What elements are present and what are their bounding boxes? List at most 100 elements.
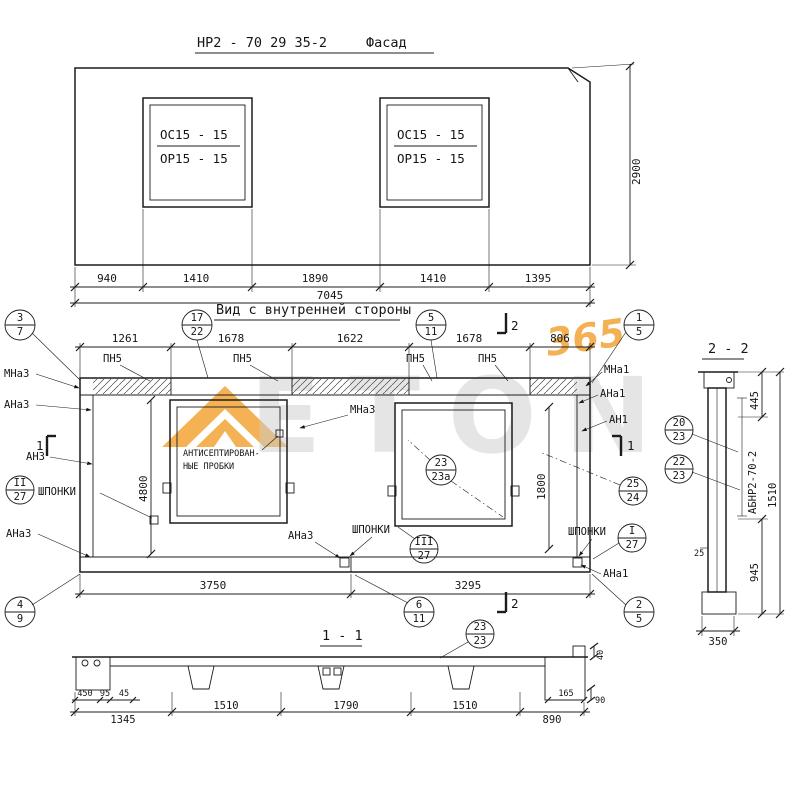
- callout-top: 1: [636, 312, 642, 324]
- section1-profile: [72, 645, 588, 701]
- callout-top: 22: [673, 456, 686, 468]
- inner-view: Вид с внутренней стороны 2 1261 1678 16: [4, 302, 655, 628]
- facade-dim-940: 940: [97, 272, 117, 285]
- facade-window-left: ОС15 - 15 ОР15 - 15: [142, 97, 253, 208]
- window-mark-top: ОС15 - 15: [397, 127, 465, 142]
- watermark: ETON 365: [162, 310, 679, 477]
- inner-dim-3750: 3750: [200, 579, 227, 592]
- section-2-2: 2 - 2 АБНР2-70-2 445 945: [664, 341, 785, 648]
- inner-dim-right-value: 1800: [535, 474, 548, 501]
- dim-945: 945: [749, 563, 761, 582]
- section-1-1-title: 1 - 1: [322, 628, 363, 644]
- callout-top: I: [629, 525, 635, 537]
- callout-6-11: 6 11: [354, 574, 435, 628]
- window-mark-top: ОС15 - 15: [160, 127, 228, 142]
- inner-center-labels: МНа3 АНа3 ШПОНКИ: [288, 404, 390, 559]
- dim-350: 350: [709, 636, 728, 648]
- inner-view-title: Вид с внутренней стороны: [216, 302, 411, 318]
- shponki-label-left: ШПОНКИ: [38, 486, 76, 498]
- inner-dim-1622: 1622: [337, 332, 364, 345]
- dim-1510b: 1510: [452, 700, 477, 712]
- mna3-label-left: МНа3: [4, 368, 29, 380]
- callout-bottom: 23: [474, 635, 487, 647]
- section-cut-1-right: 1: [612, 434, 635, 456]
- inner-panel: [79, 377, 591, 573]
- pn5-label-1: ПН5: [103, 353, 122, 365]
- shponki-label-center: ШПОНКИ: [352, 524, 390, 536]
- section1-dims: 450 95 45 165 1345 1510 1790 1510 890: [70, 642, 606, 726]
- facade-dim-total: 7045: [317, 289, 344, 302]
- inner-window-left: АНТИСЕПТИРОВАН- НЫЕ ПРОБКИ: [162, 399, 295, 524]
- ana1-label-lower: АНа1: [603, 568, 628, 580]
- section-1-1: 1 - 1 23 23: [70, 619, 606, 726]
- mna3-label-center: МНа3: [350, 404, 375, 416]
- callout-bottom: 23: [673, 470, 686, 482]
- section1-left-end: [75, 656, 111, 691]
- callout-17-22: 17 22: [181, 309, 213, 379]
- title-view-name: Фасад: [366, 35, 407, 51]
- dim-40: 40: [596, 650, 606, 660]
- shponki-label-right: ШПОНКИ: [568, 526, 606, 538]
- watermark-accent-text: 365: [543, 310, 628, 365]
- section2-bottom-flange: [701, 591, 737, 615]
- antiseptic-label-line1: АНТИСЕПТИРОВАН-: [183, 449, 260, 459]
- top-band-hatch-1: [93, 379, 171, 394]
- section1-rib-3: [447, 665, 475, 690]
- dim-90: 90: [595, 696, 605, 706]
- inner-right-labels: МНа1 АНа1 АН1 1 ШПОНКИ АНа1: [568, 364, 635, 580]
- section2-assembly-label: АБНР2-70-2: [737, 397, 759, 517]
- callout-III-27: III 27: [397, 526, 439, 564]
- callout-bottom: 23а: [432, 471, 451, 483]
- callout-top: 2: [636, 599, 642, 611]
- ana3-label-left: АНа3: [4, 399, 29, 411]
- inner-dim-1678: 1678: [218, 332, 245, 345]
- inner-top-dimension-chain: 1261 1678 1622 1678 806: [75, 332, 595, 378]
- callout-top: 20: [673, 417, 686, 429]
- dim-890: 890: [543, 714, 562, 726]
- callout-II-27: II 27: [5, 475, 35, 505]
- callout-top: 25: [627, 478, 640, 490]
- callout-23-23: 23 23: [439, 619, 495, 659]
- mna1-label: МНа1: [604, 364, 629, 376]
- facade-dim-1410: 1410: [183, 272, 210, 285]
- facade-window-right: ОС15 - 15 ОР15 - 15: [379, 97, 490, 208]
- inner-dim-3295: 3295: [455, 579, 482, 592]
- callout-2-5: 2 5: [591, 573, 655, 628]
- dim-95: 95: [100, 689, 110, 699]
- facade-view: ОС15 - 15 ОР15 - 15 ОС15 - 15 ОР15 - 15: [70, 61, 643, 308]
- dim-445: 445: [749, 391, 761, 410]
- cut-label-2: 2: [511, 318, 519, 333]
- pn5-label-3: ПН5: [406, 353, 425, 365]
- callout-bottom: 11: [413, 613, 426, 625]
- callout-23-23a: 23 23а: [425, 454, 457, 486]
- assembly-mark-text: АБНР2-70-2: [747, 451, 759, 514]
- callout-bottom: 27: [626, 539, 639, 551]
- pn5-label-4: ПН5: [478, 353, 497, 365]
- dim-45: 45: [119, 689, 129, 699]
- callout-22-23: 22 23: [664, 454, 741, 491]
- callout-top: III: [415, 536, 434, 548]
- watermark-brand-text: ETON: [250, 355, 679, 477]
- callout-3-7: 3 7: [4, 309, 81, 381]
- dim-1510a: 1510: [213, 700, 238, 712]
- callout-4-9: 4 9: [4, 573, 81, 628]
- key-shponka-center: [339, 557, 350, 568]
- callout-bottom: 5: [636, 613, 642, 625]
- callout-20-23: 20 23: [664, 415, 739, 453]
- inner-vertical-dim-left: 4800: [137, 395, 156, 559]
- section2-top-cap: [703, 371, 735, 389]
- an3-label: АН3: [26, 451, 45, 463]
- inner-vertical-dim-right: 1800: [535, 402, 554, 554]
- callout-bottom: 23: [673, 431, 686, 443]
- section1-rib-1: [187, 665, 215, 690]
- cut-label-1: 1: [36, 438, 44, 453]
- dim-1510: 1510: [767, 483, 779, 508]
- facade-panel-outline: [74, 67, 591, 266]
- callout-top: 17: [191, 312, 204, 324]
- callout-bottom: 5: [636, 326, 642, 338]
- callout-top: 23: [474, 621, 487, 633]
- facade-dim-1395: 1395: [525, 272, 552, 285]
- dim-1790: 1790: [333, 700, 358, 712]
